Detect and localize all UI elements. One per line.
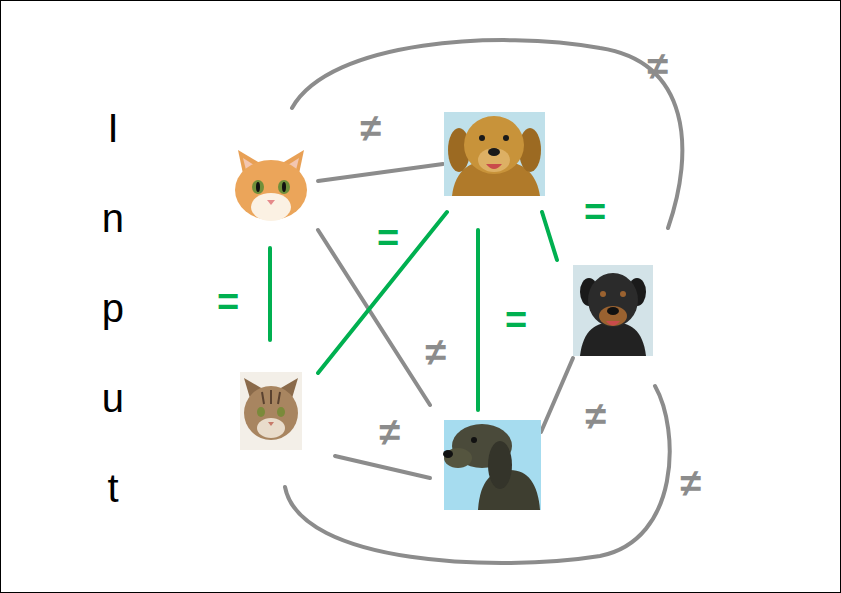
link-line [542, 212, 557, 260]
unequal-sign: ≠ [586, 397, 607, 435]
link-line [318, 212, 447, 373]
dog-eye-patch [600, 291, 606, 297]
cat-eye [277, 407, 285, 417]
link-line [335, 456, 430, 478]
dog-nose [488, 148, 500, 156]
dog-nose [607, 307, 619, 315]
cat-eye [252, 180, 264, 194]
dog-head [588, 273, 638, 327]
cat-pupil [256, 182, 260, 192]
picture-ground [230, 135, 312, 222]
axis-title: Input [101, 83, 126, 533]
dog-eye-patch [620, 291, 626, 297]
equal-sign: = [505, 301, 527, 339]
dog-eye [479, 135, 485, 141]
cat-nose [267, 200, 275, 205]
rottweiler-picture [573, 265, 653, 356]
equal-links [270, 212, 557, 410]
dog-body [580, 322, 646, 356]
cat-pupil [282, 182, 286, 192]
link-line [476, 230, 480, 410]
link-line [318, 164, 443, 181]
dog-nose [443, 450, 453, 458]
cat-muzzle [251, 193, 291, 221]
unequal-sign: ≠ [361, 109, 382, 147]
picture-ground [240, 372, 302, 450]
picture-ground [444, 420, 541, 510]
cat-nose [268, 422, 274, 426]
dog-muzzle [444, 448, 472, 468]
hound-picture [443, 420, 541, 510]
arc-line [285, 386, 670, 563]
equal-sign: = [584, 193, 606, 231]
cat-face [235, 160, 307, 220]
cat-face [244, 386, 298, 440]
unequal-sign: ≠ [648, 47, 669, 85]
cat-eye [257, 407, 265, 417]
unequal-sign: ≠ [681, 464, 702, 502]
dog-muzzle [478, 148, 510, 172]
cat-stripes [262, 390, 280, 404]
arc-line [292, 40, 682, 228]
picture-ground [573, 265, 653, 356]
dog-eye [503, 135, 509, 141]
dog-ear [488, 441, 512, 489]
link-line [268, 248, 272, 340]
unequal-sign: ≠ [426, 333, 447, 371]
dog-eye [471, 437, 477, 443]
cat-muzzle [257, 418, 285, 438]
equal-sign: = [377, 219, 399, 257]
dog-tongue [486, 164, 502, 169]
dog-tongue [606, 321, 620, 326]
kitten-picture [230, 135, 312, 222]
unequal-links [285, 40, 682, 563]
unequal-sign: ≠ [380, 413, 401, 451]
equal-sign: = [217, 283, 239, 321]
tabby-picture [240, 372, 302, 450]
cat-eye [278, 180, 290, 194]
picture-ground [444, 112, 545, 196]
link-line [541, 358, 573, 432]
dog-muzzle [599, 306, 627, 326]
dog-head [464, 116, 524, 174]
golden-dog-picture [444, 112, 545, 196]
